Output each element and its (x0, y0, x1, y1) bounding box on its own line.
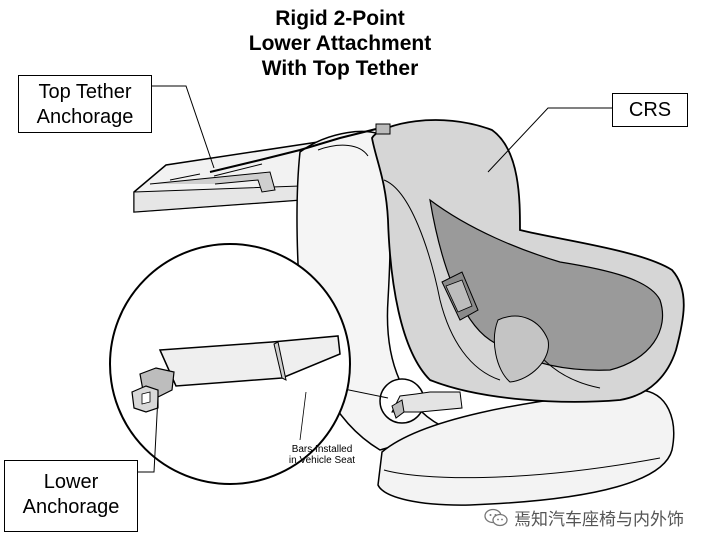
leader-lines (138, 85, 612, 473)
lower-anchorage-label-line-2: Anchorage (22, 496, 120, 518)
crs-label: CRS (628, 99, 672, 121)
diagram-title: Rigid 2-Point Lower Attachment With Top … (180, 6, 500, 81)
title-line-1: Rigid 2-Point (275, 7, 405, 30)
top-tether-label-line-2: Anchorage (36, 106, 134, 128)
lower-anchorage-label-line-1: Lower (43, 471, 99, 493)
lower-anchorage-detail-circle (109, 243, 351, 485)
title-line-3: With Top Tether (261, 57, 419, 80)
anchorage-small-circle (379, 378, 463, 424)
watermark-text: 焉知汽车座椅与内外饰 (514, 510, 684, 530)
wechat-icon (484, 508, 508, 526)
crs-shell (371, 119, 685, 403)
rear-shelf (133, 141, 319, 213)
top-tether-label-line-1: Top Tether (38, 81, 132, 103)
watermark: 焉知汽车座椅与内外饰 (484, 505, 684, 530)
bars-label-line-1: Bars Installed (291, 444, 353, 455)
vehicle-seat-cushion (377, 389, 675, 506)
title-line-2: Lower Attachment (248, 32, 432, 55)
top-tether-anchorage-callout: Top Tether Anchorage (18, 75, 152, 133)
crs-callout: CRS (612, 93, 688, 127)
bars-installed-annotation: Bars Installed in Vehicle Seat (272, 444, 372, 466)
lower-anchorage-callout: Lower Anchorage (4, 460, 138, 532)
bars-label-line-2: in Vehicle Seat (288, 455, 356, 466)
top-tether-strap (209, 123, 391, 177)
